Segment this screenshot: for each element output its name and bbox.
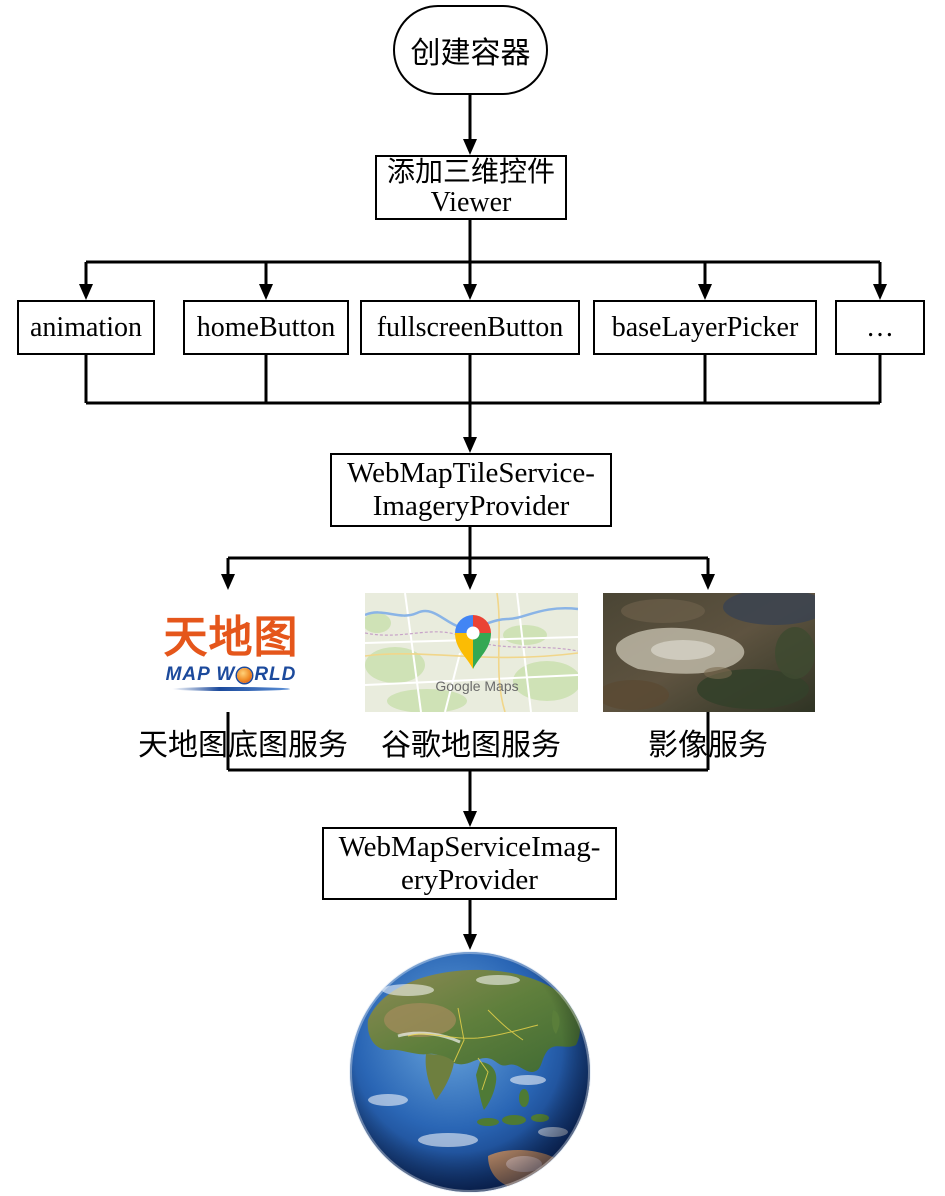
- arrowhead: [259, 284, 273, 300]
- tianditu-logo: 天地图 MAP W RLD: [160, 612, 302, 707]
- highways: [365, 593, 578, 712]
- start-node-label: 创建容器: [410, 37, 531, 70]
- tianditu-logo-chinese: 天地图: [163, 613, 299, 662]
- widget-node-fullscreen-button: fullscreenButton: [360, 300, 580, 355]
- arrowhead: [463, 284, 477, 300]
- wmts-provider-node: WebMapTileService- ImageryProvider: [330, 453, 612, 527]
- widget-node-more: …: [835, 300, 925, 355]
- widget-node-label: …: [866, 311, 894, 343]
- wmts-provider-line1: WebMapTileService-: [347, 457, 595, 489]
- widget-node-home-button: homeButton: [183, 300, 349, 355]
- widget-node-label: homeButton: [196, 311, 336, 343]
- widget-node-label: baseLayerPicker: [611, 311, 799, 343]
- google-maps-wordmark: Google Maps: [435, 678, 518, 694]
- mapworld-wordmark-right: RLD: [254, 664, 297, 685]
- widget-node-base-layer-picker: baseLayerPicker: [593, 300, 817, 355]
- arrowhead: [79, 284, 93, 300]
- wms-provider-node: WebMapServiceImag- eryProvider: [322, 827, 617, 900]
- widget-node-animation: animation: [17, 300, 155, 355]
- widget-node-label: fullscreenButton: [376, 311, 564, 343]
- widget-node-label: animation: [30, 311, 142, 343]
- mapworld-globe-icon: [237, 667, 253, 683]
- wms-provider-line2: eryProvider: [401, 863, 538, 896]
- mapworld-wordmark: MAP W RLD: [160, 664, 302, 686]
- satellite-imagery-thumbnail: [603, 593, 815, 712]
- arrowhead: [463, 437, 477, 453]
- arrowhead: [873, 284, 887, 300]
- arrowhead: [221, 574, 235, 590]
- wmts-provider-line2: ImageryProvider: [372, 490, 570, 522]
- start-node: 创建容器: [393, 5, 548, 95]
- viewer-node: 添加三维控件 Viewer: [375, 155, 567, 220]
- arrowhead: [463, 574, 477, 590]
- mapworld-swoosh: [172, 687, 290, 691]
- service-label-imagery: 影像服务: [648, 729, 768, 762]
- arrowhead: [701, 574, 715, 590]
- service-label-tianditu: 天地图底图服务: [138, 729, 348, 762]
- viewer-node-line2: Viewer: [430, 186, 512, 218]
- wms-provider-line1: WebMapServiceImag-: [338, 830, 601, 863]
- globe-icon: [349, 951, 591, 1193]
- service-label-google-maps: 谷歌地图服务: [381, 729, 561, 762]
- google-maps-thumbnail: Google Maps: [365, 593, 578, 712]
- arrowhead: [463, 811, 477, 827]
- arrowhead: [463, 139, 477, 155]
- mapworld-wordmark-left: MAP W: [165, 664, 236, 685]
- arrowhead: [463, 934, 477, 950]
- viewer-node-line1: 添加三维控件: [386, 156, 555, 188]
- arrowhead: [698, 284, 712, 300]
